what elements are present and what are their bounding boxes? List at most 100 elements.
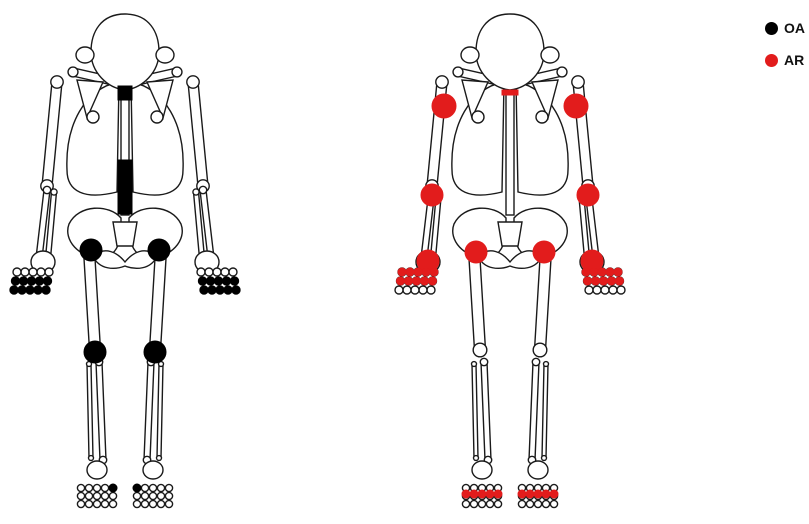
skeleton-oa bbox=[10, 14, 240, 508]
phalanx-right-2-0 bbox=[29, 268, 37, 276]
humerus-left-end-a bbox=[187, 76, 199, 88]
tibia-right-end-a bbox=[480, 358, 487, 365]
pubis bbox=[93, 251, 157, 268]
fibula-left-end-a bbox=[544, 362, 549, 367]
scapula-tip-right bbox=[87, 111, 99, 123]
phalanx-right-3-2 bbox=[403, 286, 411, 294]
marker-pip-left-0 bbox=[584, 277, 592, 285]
marker-mtp-left-2 bbox=[534, 490, 542, 498]
toe-left-4-2 bbox=[550, 500, 557, 507]
toe-left-0-2 bbox=[518, 500, 525, 507]
toe-left-0-2 bbox=[133, 500, 140, 507]
ear-right bbox=[76, 47, 94, 63]
marker-tip-right-0 bbox=[42, 286, 50, 294]
toe-right-0-2 bbox=[109, 500, 116, 507]
tibia-left bbox=[144, 362, 154, 460]
phalanx-left-1-0 bbox=[205, 268, 213, 276]
marker-mcp-left-2 bbox=[598, 268, 606, 276]
marker-dip-left-0 bbox=[199, 277, 207, 285]
phalanx-left-4-2 bbox=[617, 286, 625, 294]
phalanx-right-1-2 bbox=[419, 286, 427, 294]
toe-left-4-2 bbox=[165, 500, 172, 507]
toe-right-4-0 bbox=[77, 484, 84, 491]
marker-dip-left-1 bbox=[207, 277, 215, 285]
femur-left bbox=[150, 250, 167, 351]
marker-mcp-right-4 bbox=[398, 268, 406, 276]
marker-mcp-right-1 bbox=[422, 268, 430, 276]
marker-mtp-right bbox=[109, 484, 117, 492]
fibula-right bbox=[472, 364, 478, 458]
marker-pip-left-2 bbox=[600, 277, 608, 285]
marker-mtp-left-0 bbox=[518, 490, 526, 498]
fibula-right-end-a bbox=[472, 362, 477, 367]
marker-dip-left-4 bbox=[231, 277, 239, 285]
marker-dip-left-2 bbox=[215, 277, 223, 285]
marker-mcp-left-4 bbox=[614, 268, 622, 276]
toe-right-3-2 bbox=[470, 500, 477, 507]
toe-right-0-1 bbox=[109, 492, 116, 499]
marker-dip-right-2 bbox=[28, 277, 36, 285]
toe-left-1-2 bbox=[526, 500, 533, 507]
toe-left-1-0 bbox=[141, 484, 148, 491]
legend-label-oa: OA bbox=[784, 20, 805, 37]
marker-dip-right-4 bbox=[12, 277, 20, 285]
marker-hip-right bbox=[465, 241, 487, 263]
femur-right-end-b bbox=[473, 343, 487, 357]
toe-right-1-0 bbox=[101, 484, 108, 491]
marker-tip-left-2 bbox=[216, 286, 224, 294]
clavicle-left-end-b bbox=[557, 67, 567, 77]
humerus-left bbox=[188, 82, 208, 187]
marker-pip-right-3 bbox=[405, 277, 413, 285]
ear-left bbox=[156, 47, 174, 63]
marker-mtp-right-2 bbox=[478, 490, 486, 498]
toe-right-4-2 bbox=[462, 500, 469, 507]
phalanx-left-3-2 bbox=[609, 286, 617, 294]
toe-right-1-2 bbox=[101, 500, 108, 507]
radius-left-end-a bbox=[199, 186, 206, 193]
toe-left-4-1 bbox=[165, 492, 172, 499]
tarsus-left bbox=[528, 461, 548, 479]
tarsus-right bbox=[87, 461, 107, 479]
humerus-right-end-a bbox=[436, 76, 448, 88]
marker-mcp-right-3 bbox=[406, 268, 414, 276]
tibia-right bbox=[96, 362, 106, 460]
phalanx-left-1-2 bbox=[593, 286, 601, 294]
phalanx-right-3-0 bbox=[21, 268, 29, 276]
toe-right-3-2 bbox=[85, 500, 92, 507]
marker-dip-right-3 bbox=[20, 277, 28, 285]
toe-left-3-1 bbox=[157, 492, 164, 499]
marker-knee-left bbox=[144, 341, 166, 363]
marker-pip-right-4 bbox=[397, 277, 405, 285]
skeleton-ar bbox=[395, 14, 625, 508]
marker-temporomandibular bbox=[502, 90, 518, 95]
scapula-tip-right bbox=[472, 111, 484, 123]
toe-right-2-1 bbox=[93, 492, 100, 499]
fibula-left-end-b bbox=[542, 456, 547, 461]
marker-sternoclavicular bbox=[118, 86, 132, 100]
marker-pip-right-2 bbox=[413, 277, 421, 285]
tibia-right bbox=[481, 362, 491, 460]
tibia-left bbox=[529, 362, 539, 460]
phalanx-right-0-0 bbox=[45, 268, 53, 276]
marker-mcp-left-3 bbox=[606, 268, 614, 276]
marker-hip-left bbox=[148, 239, 170, 261]
tarsus-right bbox=[472, 461, 492, 479]
pubis bbox=[478, 251, 542, 268]
marker-mtp-right-3 bbox=[470, 490, 478, 498]
radius-right-end-a bbox=[43, 186, 50, 193]
tibia-left-end-a bbox=[532, 358, 539, 365]
ulna-left-end-a bbox=[193, 189, 199, 195]
phalanx-right-4-2 bbox=[395, 286, 403, 294]
marker-pip-left-3 bbox=[608, 277, 616, 285]
marker-tip-right-2 bbox=[26, 286, 34, 294]
phalanx-left-0-2 bbox=[585, 286, 593, 294]
marker-mcp-left-0 bbox=[582, 268, 590, 276]
spine bbox=[506, 80, 514, 215]
marker-knee-right bbox=[84, 341, 106, 363]
marker-pip-left-1 bbox=[592, 277, 600, 285]
marker-mcp-left-1 bbox=[590, 268, 598, 276]
fibula-left-end-b bbox=[157, 456, 162, 461]
legend-label-ar: AR bbox=[784, 52, 804, 69]
clavicle-right-end-b bbox=[68, 67, 78, 77]
